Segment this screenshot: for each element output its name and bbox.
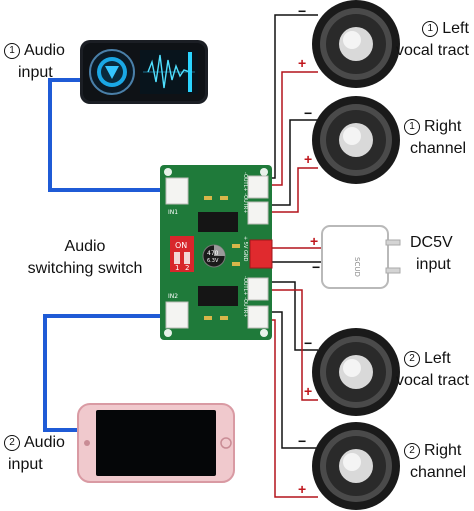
label-text: DC5V — [410, 234, 453, 251]
speaker-left-1 — [312, 0, 400, 88]
wire-r2-pos — [270, 319, 318, 498]
circle-num-1: 1 — [404, 119, 420, 135]
polarity-pos-power: + — [310, 233, 319, 249]
polarity-neg-l2: − — [304, 335, 313, 351]
label-text: Right — [424, 442, 462, 459]
label-text-2: input — [416, 256, 451, 273]
port-in2-text: IN2 — [168, 293, 178, 300]
circle-num-1: 1 — [4, 43, 20, 59]
port-in1-text: IN1 — [168, 209, 178, 216]
wire-r2-neg — [270, 311, 318, 449]
polarity-pos-l1: + — [298, 55, 307, 71]
power-adapter: SCUD — [321, 225, 401, 289]
pin-out1-text: -OUTL+ -OUTR+ — [242, 172, 248, 213]
audio-cable-2 — [43, 314, 165, 432]
label-text-2: input — [8, 456, 43, 473]
cap-value-text: 470 — [207, 250, 219, 257]
label-text-2: channel — [410, 464, 467, 481]
amplifier-board — [160, 165, 273, 340]
wire-r1-pos — [270, 167, 318, 213]
label-text: Left — [424, 350, 451, 367]
wire-l1-neg — [270, 14, 318, 179]
switch-2-text: 2 — [185, 264, 189, 272]
audio-cable-1 — [48, 78, 165, 192]
switch-on-text: ON — [175, 241, 187, 250]
speaker-right-1 — [312, 96, 400, 184]
wire-l2-pos — [270, 289, 318, 401]
circle-num-2: 2 — [404, 351, 420, 367]
label-text-2: vocal tract — [396, 42, 469, 59]
polarity-neg-l1: − — [298, 3, 307, 19]
label-text: Audio — [24, 434, 65, 451]
label-text-2: channel — [410, 140, 467, 157]
cap-voltage-text: 6.3V — [207, 258, 219, 264]
label-text: Left — [442, 20, 469, 37]
circle-num-1: 1 — [422, 21, 439, 37]
adapter-brand-text: SCUD — [353, 257, 361, 277]
polarity-pos-r2: + — [298, 481, 307, 497]
smartphone — [77, 403, 235, 483]
polarity-neg-r1: − — [304, 105, 313, 121]
polarity-pos-l2: + — [304, 383, 313, 399]
switch-1-text: 1 — [175, 264, 179, 272]
label-switch: Audio switching switch — [10, 236, 160, 280]
wire-r1-neg — [270, 119, 318, 206]
pin-power-text: + 5V GND — [242, 236, 248, 262]
label-text: Audio — [64, 238, 106, 255]
label-text-2: vocal tract — [396, 372, 469, 389]
label-dc-input: DC5V input — [410, 232, 453, 276]
label-text-2: input — [18, 64, 53, 81]
label-text: Right — [424, 118, 462, 135]
circle-num-2: 2 — [4, 435, 20, 451]
label-text-2: switching switch — [27, 260, 143, 277]
polarity-pos-r1: + — [304, 151, 313, 167]
wire-l1-pos — [270, 71, 318, 186]
wire-l2-neg — [270, 281, 318, 351]
circle-num-2: 2 — [404, 443, 420, 459]
label-text: Audio — [24, 42, 65, 59]
pin-out2-text: -OUTL+ -OUTR+ — [242, 276, 248, 317]
speaker-right-2 — [312, 422, 400, 510]
mp3-player — [80, 40, 208, 104]
polarity-neg-r2: − — [298, 433, 307, 449]
speaker-left-2 — [312, 328, 400, 416]
polarity-neg-power: − — [312, 259, 321, 275]
